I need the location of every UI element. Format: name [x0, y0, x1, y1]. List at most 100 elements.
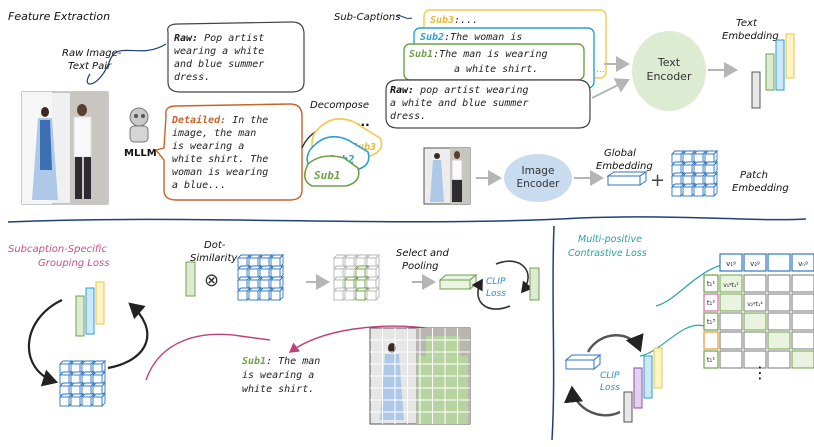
patch-cell: [703, 149, 719, 165]
patch-cell: [332, 275, 348, 291]
patch-cell: [670, 160, 686, 176]
patch-cell: [69, 392, 85, 408]
matrix-cell: [743, 293, 767, 312]
matrix-cell: [791, 312, 814, 331]
clip-text-bar: [529, 267, 540, 301]
svg-text:dress.: dress.: [174, 72, 210, 83]
section-divider: [7, 216, 807, 223]
matrix-cell: [743, 331, 767, 350]
feature-extraction-title: Feature Extraction: [8, 10, 110, 23]
matrix-col-label: vₙᵍ: [798, 260, 808, 268]
svg-text:a blue...: a blue...: [172, 180, 226, 191]
matrix-row-label: t₁³: [707, 318, 716, 326]
svg-text:Encoder: Encoder: [647, 70, 692, 83]
global-embedding-label-2: Embedding: [596, 161, 653, 172]
raw-pair-connector: [86, 43, 167, 85]
select-pooling-label: Select and: [396, 248, 449, 259]
global-embedding-label: Global: [604, 148, 636, 159]
patch-cell: [343, 264, 359, 280]
patch-cell: [69, 370, 85, 386]
matrix-row-label: t₁²: [707, 299, 716, 307]
similarity-label: Similarity: [190, 253, 238, 264]
matrix-cell: [719, 293, 743, 312]
text-encoder: Text Encoder: [632, 31, 706, 111]
patch-cell: [236, 253, 252, 269]
contrastive-title-2: Contrastive Loss: [568, 248, 647, 259]
patch-cell: [69, 359, 85, 375]
matrix-diag-label: v₁ᵍt₁¹: [723, 282, 739, 289]
patch-cell: [236, 286, 252, 302]
svg-text:is wearing a: is wearing a: [242, 370, 314, 381]
matrix-row-header: [703, 331, 719, 350]
patch-cell: [91, 392, 107, 408]
enc-ellipsis: ...: [596, 65, 605, 75]
bottom-sub1-caption: Sub1: The man is wearing a white shirt.: [242, 356, 320, 395]
patch-cell: [258, 253, 274, 269]
cycle-arrow-right: [107, 302, 149, 370]
matrix-col-header: [719, 253, 743, 272]
matrix-cell: [719, 312, 743, 331]
matrix-col-label: v₂ᵍ: [750, 260, 760, 268]
svg-text:CLIP: CLIP: [600, 371, 620, 381]
svg-text:and blue summer: and blue summer: [174, 59, 264, 70]
matrix-cell: [719, 331, 743, 350]
matrix-row-label: t₁¹: [707, 356, 716, 364]
matrix-cell: [791, 350, 814, 369]
patch-cell: [365, 275, 381, 291]
raw-pair-label: Raw Image-: [62, 48, 122, 59]
svg-text:Loss: Loss: [600, 383, 620, 393]
svg-text:white shirt. The: white shirt. The: [172, 154, 268, 165]
patch-cell: [365, 286, 381, 302]
patch-cell: [365, 253, 381, 269]
dot-text-bar: [185, 261, 196, 297]
svg-text:a white and blue summer: a white and blue summer: [390, 98, 528, 109]
patch-cell: [332, 264, 348, 280]
svg-text:dress.: dress.: [390, 111, 426, 122]
matrix-diag-label: v₂ᵍt₁²: [747, 301, 763, 308]
patch-cell: [343, 275, 359, 291]
svg-text:is wearing a: is wearing a: [172, 141, 244, 152]
patch-cell: [258, 286, 274, 302]
patch-cell: [681, 149, 697, 165]
svg-text:Loss: Loss: [486, 289, 506, 299]
matrix-col-label: v₁ᵍ: [726, 260, 736, 268]
mllm-robot-icon: [129, 107, 149, 143]
cycle-arrow-left: [27, 299, 63, 387]
patch-cell: [703, 182, 719, 198]
svg-text:CLIP: CLIP: [486, 277, 506, 287]
section-divider-vertical: [551, 225, 555, 441]
patch-cell: [681, 160, 697, 176]
patch-cell: [365, 264, 381, 280]
svg-text:Image: Image: [522, 165, 555, 177]
sub1-card: Sub1:The man is wearing a white shirt.: [403, 43, 585, 81]
matrix-cell: [743, 312, 767, 331]
pooled-embedding: [438, 273, 478, 291]
svg-text:Sub3: Sub3: [352, 142, 376, 153]
patch-cell: [703, 160, 719, 176]
patch-cell: [681, 171, 697, 187]
patch-cell: [670, 182, 686, 198]
patch-cell: [58, 381, 74, 397]
plus-symbol: +: [650, 170, 665, 191]
clip-loss-cycle-2: CLIP Loss: [563, 333, 644, 417]
image-encoder: Image Encoder: [504, 154, 572, 202]
patch-cell: [269, 253, 285, 269]
mllm-label: MLLM: [124, 148, 157, 159]
patch-cell: [247, 264, 263, 280]
matrix-cell: [767, 312, 791, 331]
matrix-cell: [743, 350, 767, 369]
detailed-caption-bubble: Detailed: In the image, the man is weari…: [154, 103, 303, 201]
matrix-row-label: t₁¹: [707, 280, 716, 288]
matrix-cell: [791, 293, 814, 312]
patch-cell: [58, 370, 74, 386]
patch-cell: [247, 275, 263, 291]
similarity-matrix: v₁ᵍ v₂ᵍ vₙᵍ t₁¹ t₁² t₁³ t₁¹ v₁ᵍt₁¹ v₂ᵍt₁²: [703, 253, 814, 369]
selected-patch-grid: [332, 253, 381, 302]
raw-pair-label-2: Text Pair: [68, 61, 112, 72]
matrix-cell: [767, 274, 791, 293]
patch-embedding-label: Patch: [740, 170, 768, 181]
svg-text:Encoder: Encoder: [517, 178, 561, 190]
teal-connector-2: [639, 324, 705, 357]
patch-cell: [269, 264, 285, 280]
dot-label: Dot-: [204, 240, 226, 251]
